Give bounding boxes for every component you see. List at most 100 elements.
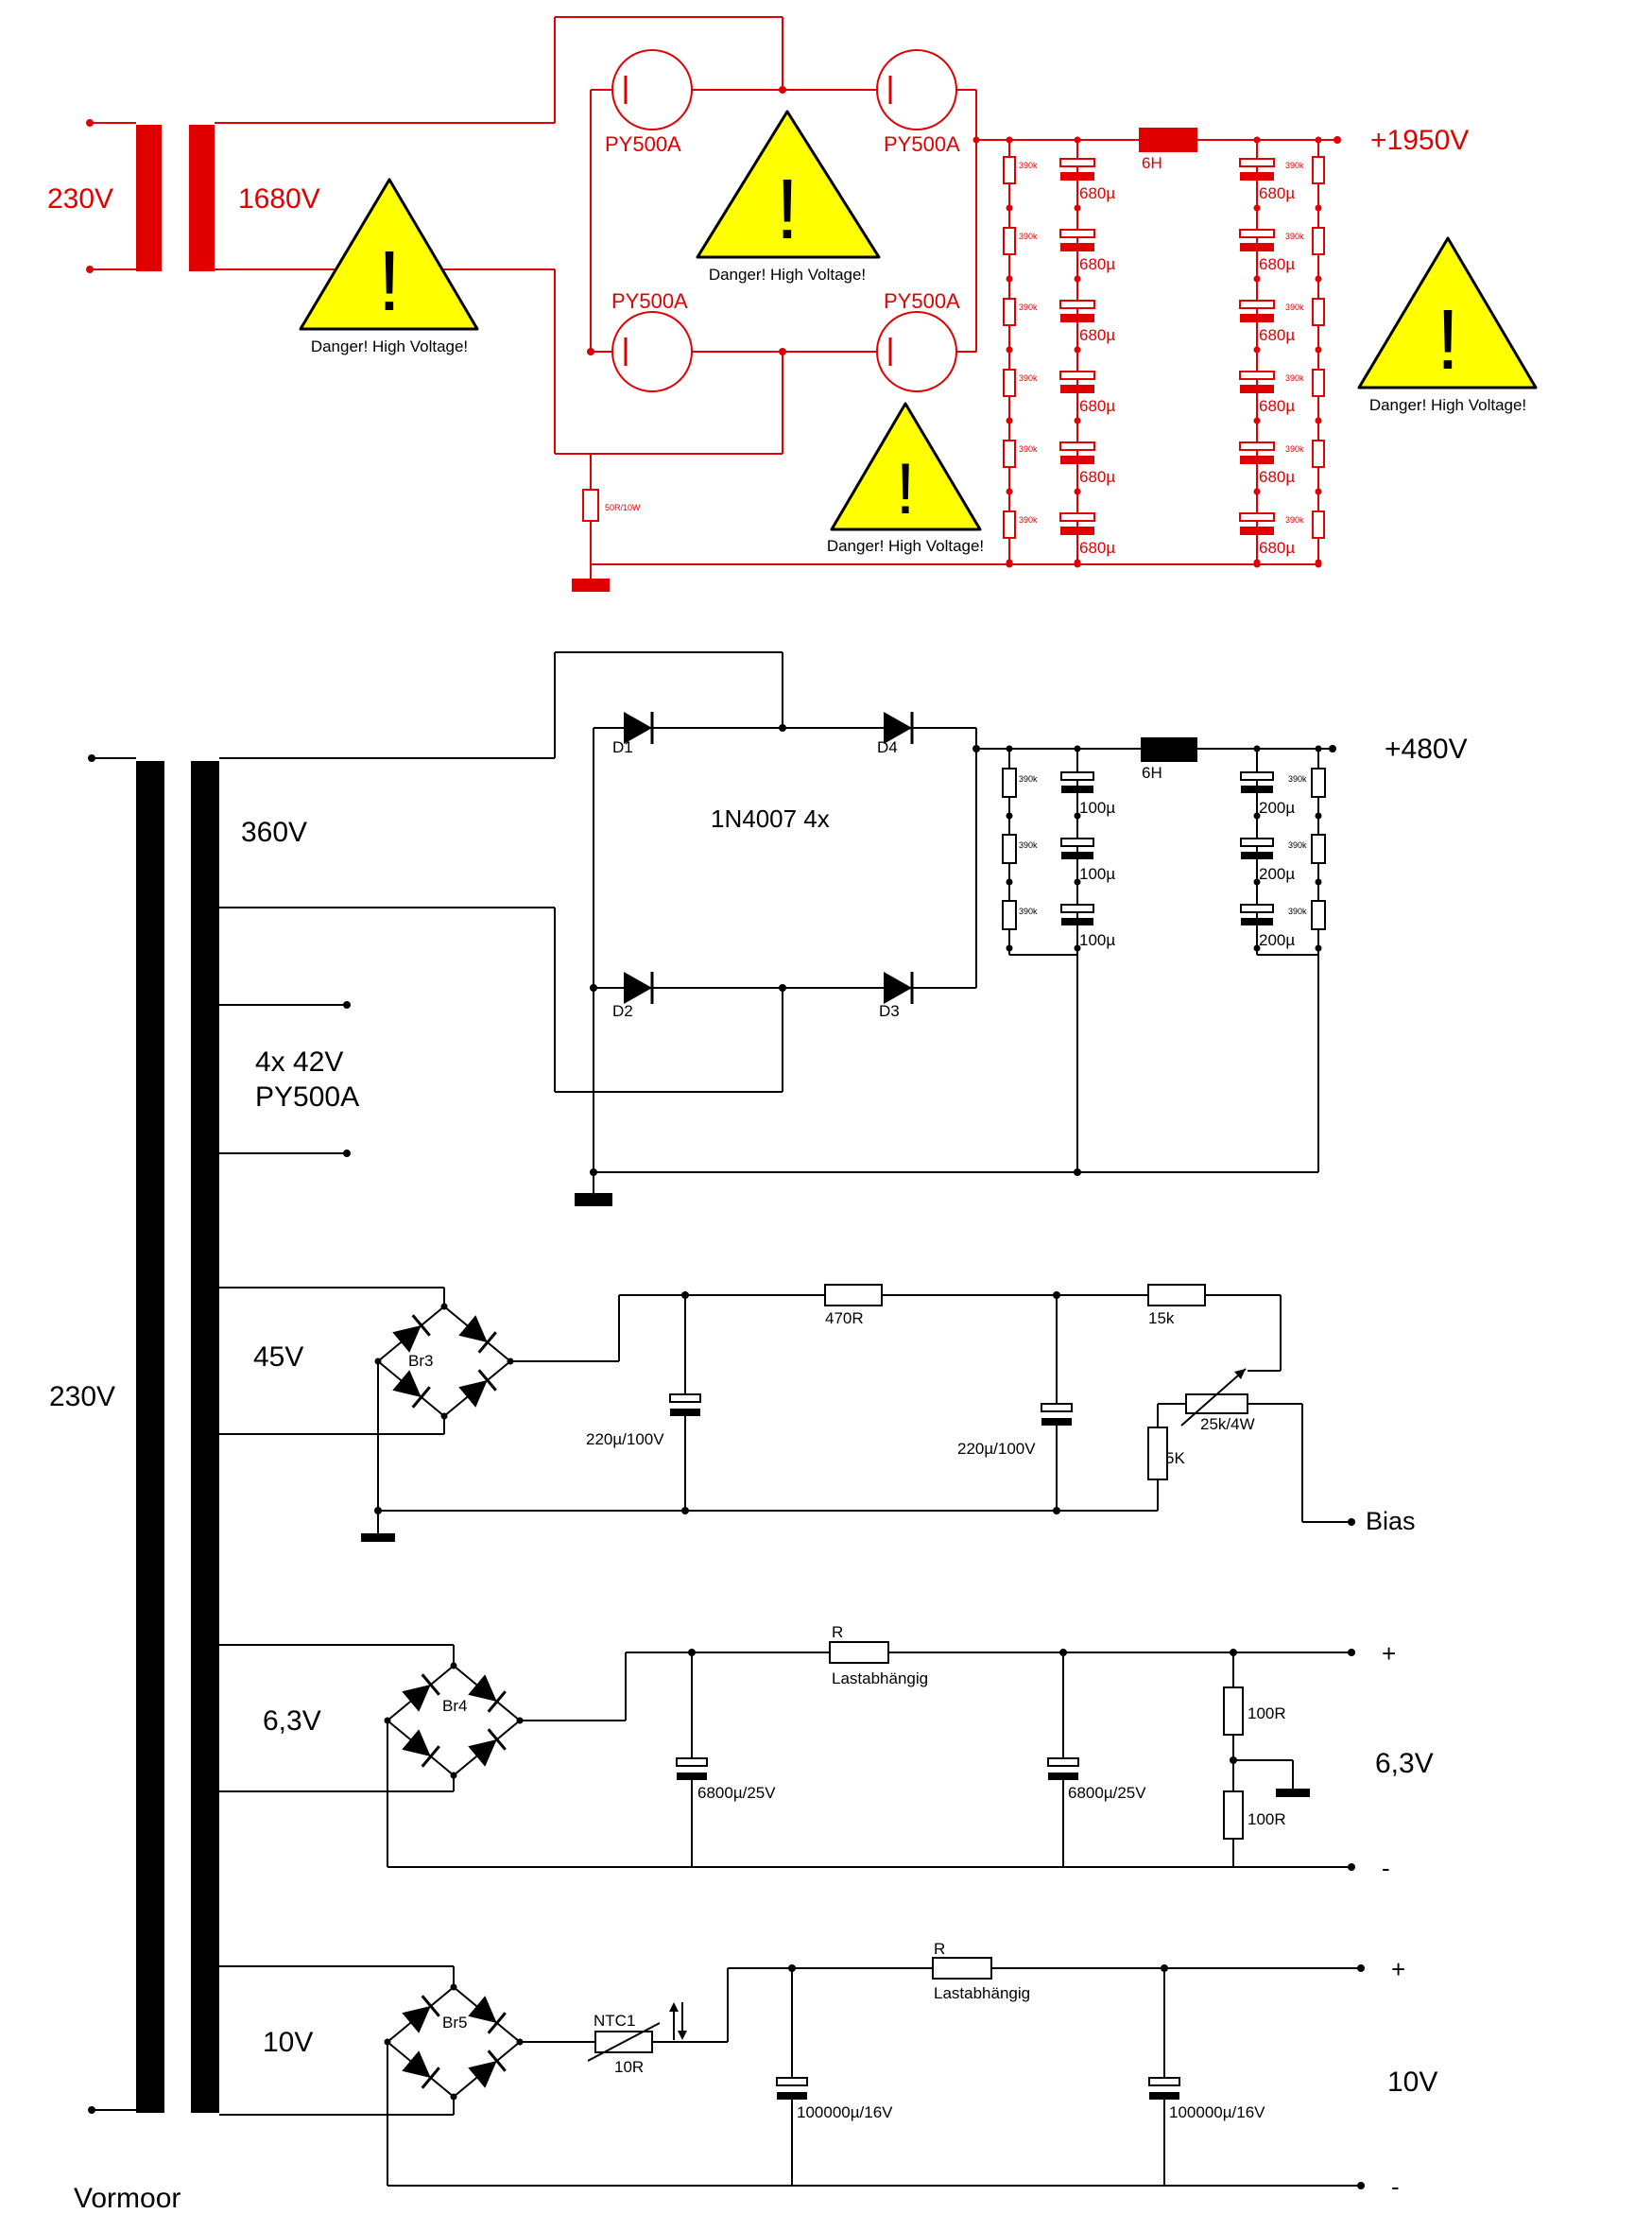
480v-filter-bank: 390k100µ390k100µ390k100µ390k200µ390k200µ… xyxy=(1002,745,1326,956)
bridge-diode xyxy=(468,1728,507,1767)
filament-6v3-series-resistor xyxy=(829,1641,889,1664)
resistor-470r xyxy=(824,1284,883,1306)
hv-cap-left xyxy=(1059,512,1095,522)
480v-cap-label: 200µ xyxy=(1259,799,1295,817)
480v-cap-right xyxy=(1240,904,1274,913)
480v-output-terminal xyxy=(1329,745,1336,752)
hv-bleeder-left xyxy=(1003,298,1016,326)
svg-text:!: ! xyxy=(377,234,401,329)
resistor-5k-label: 5K xyxy=(1165,1449,1185,1467)
diode-part-label: 1N4007 4x xyxy=(711,804,830,833)
diode-d3-label: D3 xyxy=(879,1002,900,1020)
warning-sign-1: ! Danger! High Voltage! xyxy=(299,178,479,355)
sense-resistor-label: 50R/10W xyxy=(605,503,641,512)
bridge-br5 xyxy=(384,1966,524,2115)
480v-choke xyxy=(1141,737,1197,762)
filament-6v3-cap-1-label: 6800µ/25V xyxy=(697,1784,776,1802)
hv-1950v-supply: 230V 1680V xyxy=(47,16,1469,592)
bridge-diode xyxy=(468,1996,507,2034)
hv-cap-right xyxy=(1239,371,1275,380)
10v-winding-label: 10V xyxy=(263,2027,313,2058)
hv-bleeder-left xyxy=(1003,440,1016,468)
480v-bleeder-left xyxy=(1002,834,1017,864)
resistor-5k xyxy=(1147,1427,1168,1480)
bias-supply: Br3 220µ/100V 470R 220µ/100V 15k xyxy=(219,1284,1416,1542)
hv-bleeder-label: 390k xyxy=(1019,161,1038,170)
hv-bleeder-right xyxy=(1312,369,1325,397)
hv-bleeder-label: 390k xyxy=(1019,373,1038,383)
hv-bleeder-label: 390k xyxy=(1019,444,1038,454)
480v-cap-label: 200µ xyxy=(1259,931,1295,949)
hv-cap-label: 680µ xyxy=(1079,255,1115,273)
bridge-diode xyxy=(392,1314,431,1353)
bridge-diode xyxy=(402,1729,440,1768)
filament-10v-r-label: R xyxy=(934,1940,945,1958)
hv-cap-label: 680µ xyxy=(1079,326,1115,344)
warning-sign-3: ! Danger! High Voltage! xyxy=(827,402,984,555)
45v-winding-label: 45V xyxy=(253,1341,303,1373)
filament-10v-series-resistor xyxy=(932,1957,992,1980)
tube-label-bl: PY500A xyxy=(611,289,688,313)
bias-output-terminal xyxy=(1348,1518,1355,1526)
bridge-diode xyxy=(458,1315,497,1354)
hv-bleeder-label: 390k xyxy=(1019,232,1038,241)
hv-ground-symbol xyxy=(572,579,610,592)
hv-cap-right xyxy=(1239,158,1275,167)
resistor-15k xyxy=(1147,1284,1206,1306)
svg-text:!: ! xyxy=(775,163,799,257)
480v-cap-right xyxy=(1240,838,1274,847)
bridge-diode xyxy=(392,1370,431,1409)
filament-6v3-output-label: 6,3V xyxy=(1375,1748,1434,1779)
diode-d3 xyxy=(884,972,914,1004)
filament-6v3-cap-1 xyxy=(676,1652,708,1867)
hv-bleeder-right xyxy=(1312,298,1325,326)
hv-secondary-label: 1680V xyxy=(238,183,320,215)
hv-cap-label: 680µ xyxy=(1259,468,1295,486)
bias-cap-1-label: 220µ/100V xyxy=(586,1430,664,1448)
480v-bleeder-label: 390k xyxy=(1288,840,1307,850)
480v-cap-left xyxy=(1060,771,1094,781)
resistor-15k-label: 15k xyxy=(1148,1309,1175,1327)
hv-filter-bank: 390k 680µ 390k 680µ 390k 680µ 390k 680µ 390k 680µ… xyxy=(1003,136,1325,568)
filament-10v-cap-2 xyxy=(1148,1968,1180,2186)
480v-bleeder-left xyxy=(1002,900,1017,930)
hv-cap-right xyxy=(1239,300,1275,309)
hv-cap-right xyxy=(1239,229,1275,238)
480v-cap-left xyxy=(1060,838,1094,847)
heater-taps xyxy=(219,1001,351,1157)
480v-cap-label: 100µ xyxy=(1079,865,1115,883)
hv-choke xyxy=(1139,128,1197,152)
hv-bleeder-left xyxy=(1003,227,1016,255)
hv-bleeder-left xyxy=(1003,156,1016,184)
filament-6v3-r-label: R xyxy=(832,1623,843,1641)
hv-bleeder-label: 390k xyxy=(1019,515,1038,525)
hv-cap-right xyxy=(1239,512,1275,522)
480v-cap-label: 100µ xyxy=(1079,799,1115,817)
filament-10v-supply: Br5 NTC1 10R 100000µ/16V R Lasta xyxy=(219,1940,1437,2201)
hv-cap-right xyxy=(1239,441,1275,451)
hv-cap-label: 680µ xyxy=(1079,539,1115,557)
hv-bleeder-label: 390k xyxy=(1285,303,1304,312)
warning-text-2: Danger! High Voltage! xyxy=(709,266,866,284)
filament-10v-r-note: Lastabhängig xyxy=(934,1984,1030,2002)
warning-text-4: Danger! High Voltage! xyxy=(1369,396,1526,414)
resistor-100r-bottom xyxy=(1223,1790,1244,1840)
hv-bleeder-label: 390k xyxy=(1285,161,1304,170)
hv-cap-label: 680µ xyxy=(1259,255,1295,273)
hv-primary-label: 230V xyxy=(47,183,113,215)
ntc-thermistor xyxy=(587,2002,687,2062)
tube-py500a-top-left xyxy=(611,49,693,130)
hv-cap-left xyxy=(1059,441,1095,451)
480v-output-label: +480V xyxy=(1385,734,1468,765)
480v-cap-label: 100µ xyxy=(1079,931,1115,949)
warning-text-1: Danger! High Voltage! xyxy=(311,337,468,355)
hv-cap-label: 680µ xyxy=(1079,468,1115,486)
hv-bleeder-right xyxy=(1312,227,1325,255)
hv-bleeder-right xyxy=(1312,510,1325,539)
tube-label-tr: PY500A xyxy=(884,132,960,156)
diode-d1-label: D1 xyxy=(612,738,633,756)
480v-bleeder-right xyxy=(1311,834,1326,864)
hv-cap-label: 680µ xyxy=(1079,397,1115,415)
hv-bleeder-right xyxy=(1312,156,1325,184)
